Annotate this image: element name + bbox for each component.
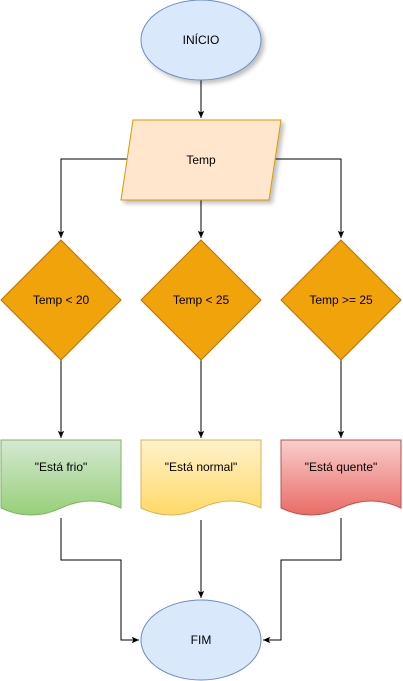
output-document-1 [0,439,122,516]
output-document-2 [140,439,262,516]
input-parallelogram [120,119,282,201]
arrow-input-to-decision-3 [270,158,345,238]
decision-diamond-3 [280,239,402,361]
start-node: INÍCIO [140,0,262,81]
end-node: FIM [140,599,262,681]
decision-diamond-1 [0,239,122,361]
output-node-1: "Está frio" [0,439,122,516]
output-node-2: "Está normal" [140,439,262,516]
decision-node-2: Temp < 25 [140,239,262,361]
arrow-input-to-decision-1 [57,158,130,238]
output-label-3: "Está quente" [305,460,378,474]
end-ellipse [140,599,262,681]
decision-label-1: Temp < 20 [33,293,90,307]
decision-diamond-2 [140,239,262,361]
decision-label-2: Temp < 25 [173,293,230,307]
decision-label-3: Temp >= 25 [309,293,373,307]
end-label: FIM [191,633,212,647]
output-node-3: "Está quente" [280,439,402,516]
decision-node-3: Temp >= 25 [280,239,402,361]
arrow-output-1-to-end [60,518,139,644]
input-node: Temp [120,119,282,201]
output-label-2: "Está normal" [165,460,238,474]
connectors [57,80,345,644]
start-label: INÍCIO [183,32,220,47]
output-document-3 [280,439,402,516]
decision-node-1: Temp < 20 [0,239,122,361]
arrow-output-3-to-end [263,518,342,644]
start-ellipse [140,0,262,81]
input-label: Temp [186,153,216,167]
output-label-1: "Está frio" [35,460,88,474]
